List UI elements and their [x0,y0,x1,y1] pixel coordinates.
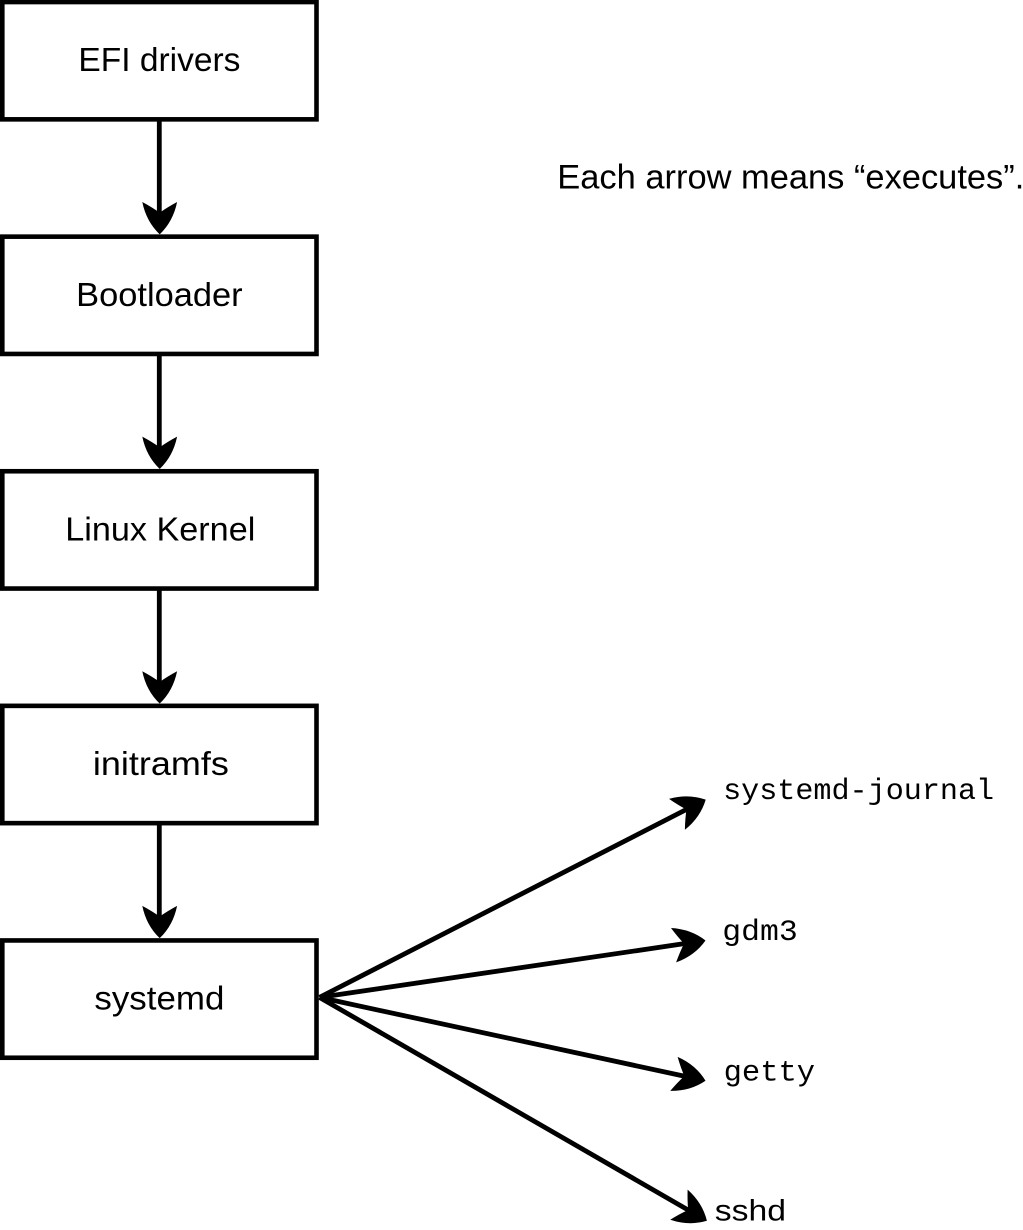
svg-text:initramfs: initramfs [93,746,229,783]
svg-text:getty: getty [724,1057,816,1090]
svg-text:systemd-journal: systemd-journal [723,775,994,808]
svg-text:systemd: systemd [94,981,224,1018]
svg-text:Bootloader: Bootloader [76,277,243,314]
svg-text:Each arrow means “executes”.: Each arrow means “executes”. [557,159,1023,197]
svg-text:Linux Kernel: Linux Kernel [65,511,255,548]
svg-text:gdm3: gdm3 [722,916,798,949]
svg-text:EFI drivers: EFI drivers [78,42,240,79]
svg-text:sshd: sshd [715,1195,786,1228]
